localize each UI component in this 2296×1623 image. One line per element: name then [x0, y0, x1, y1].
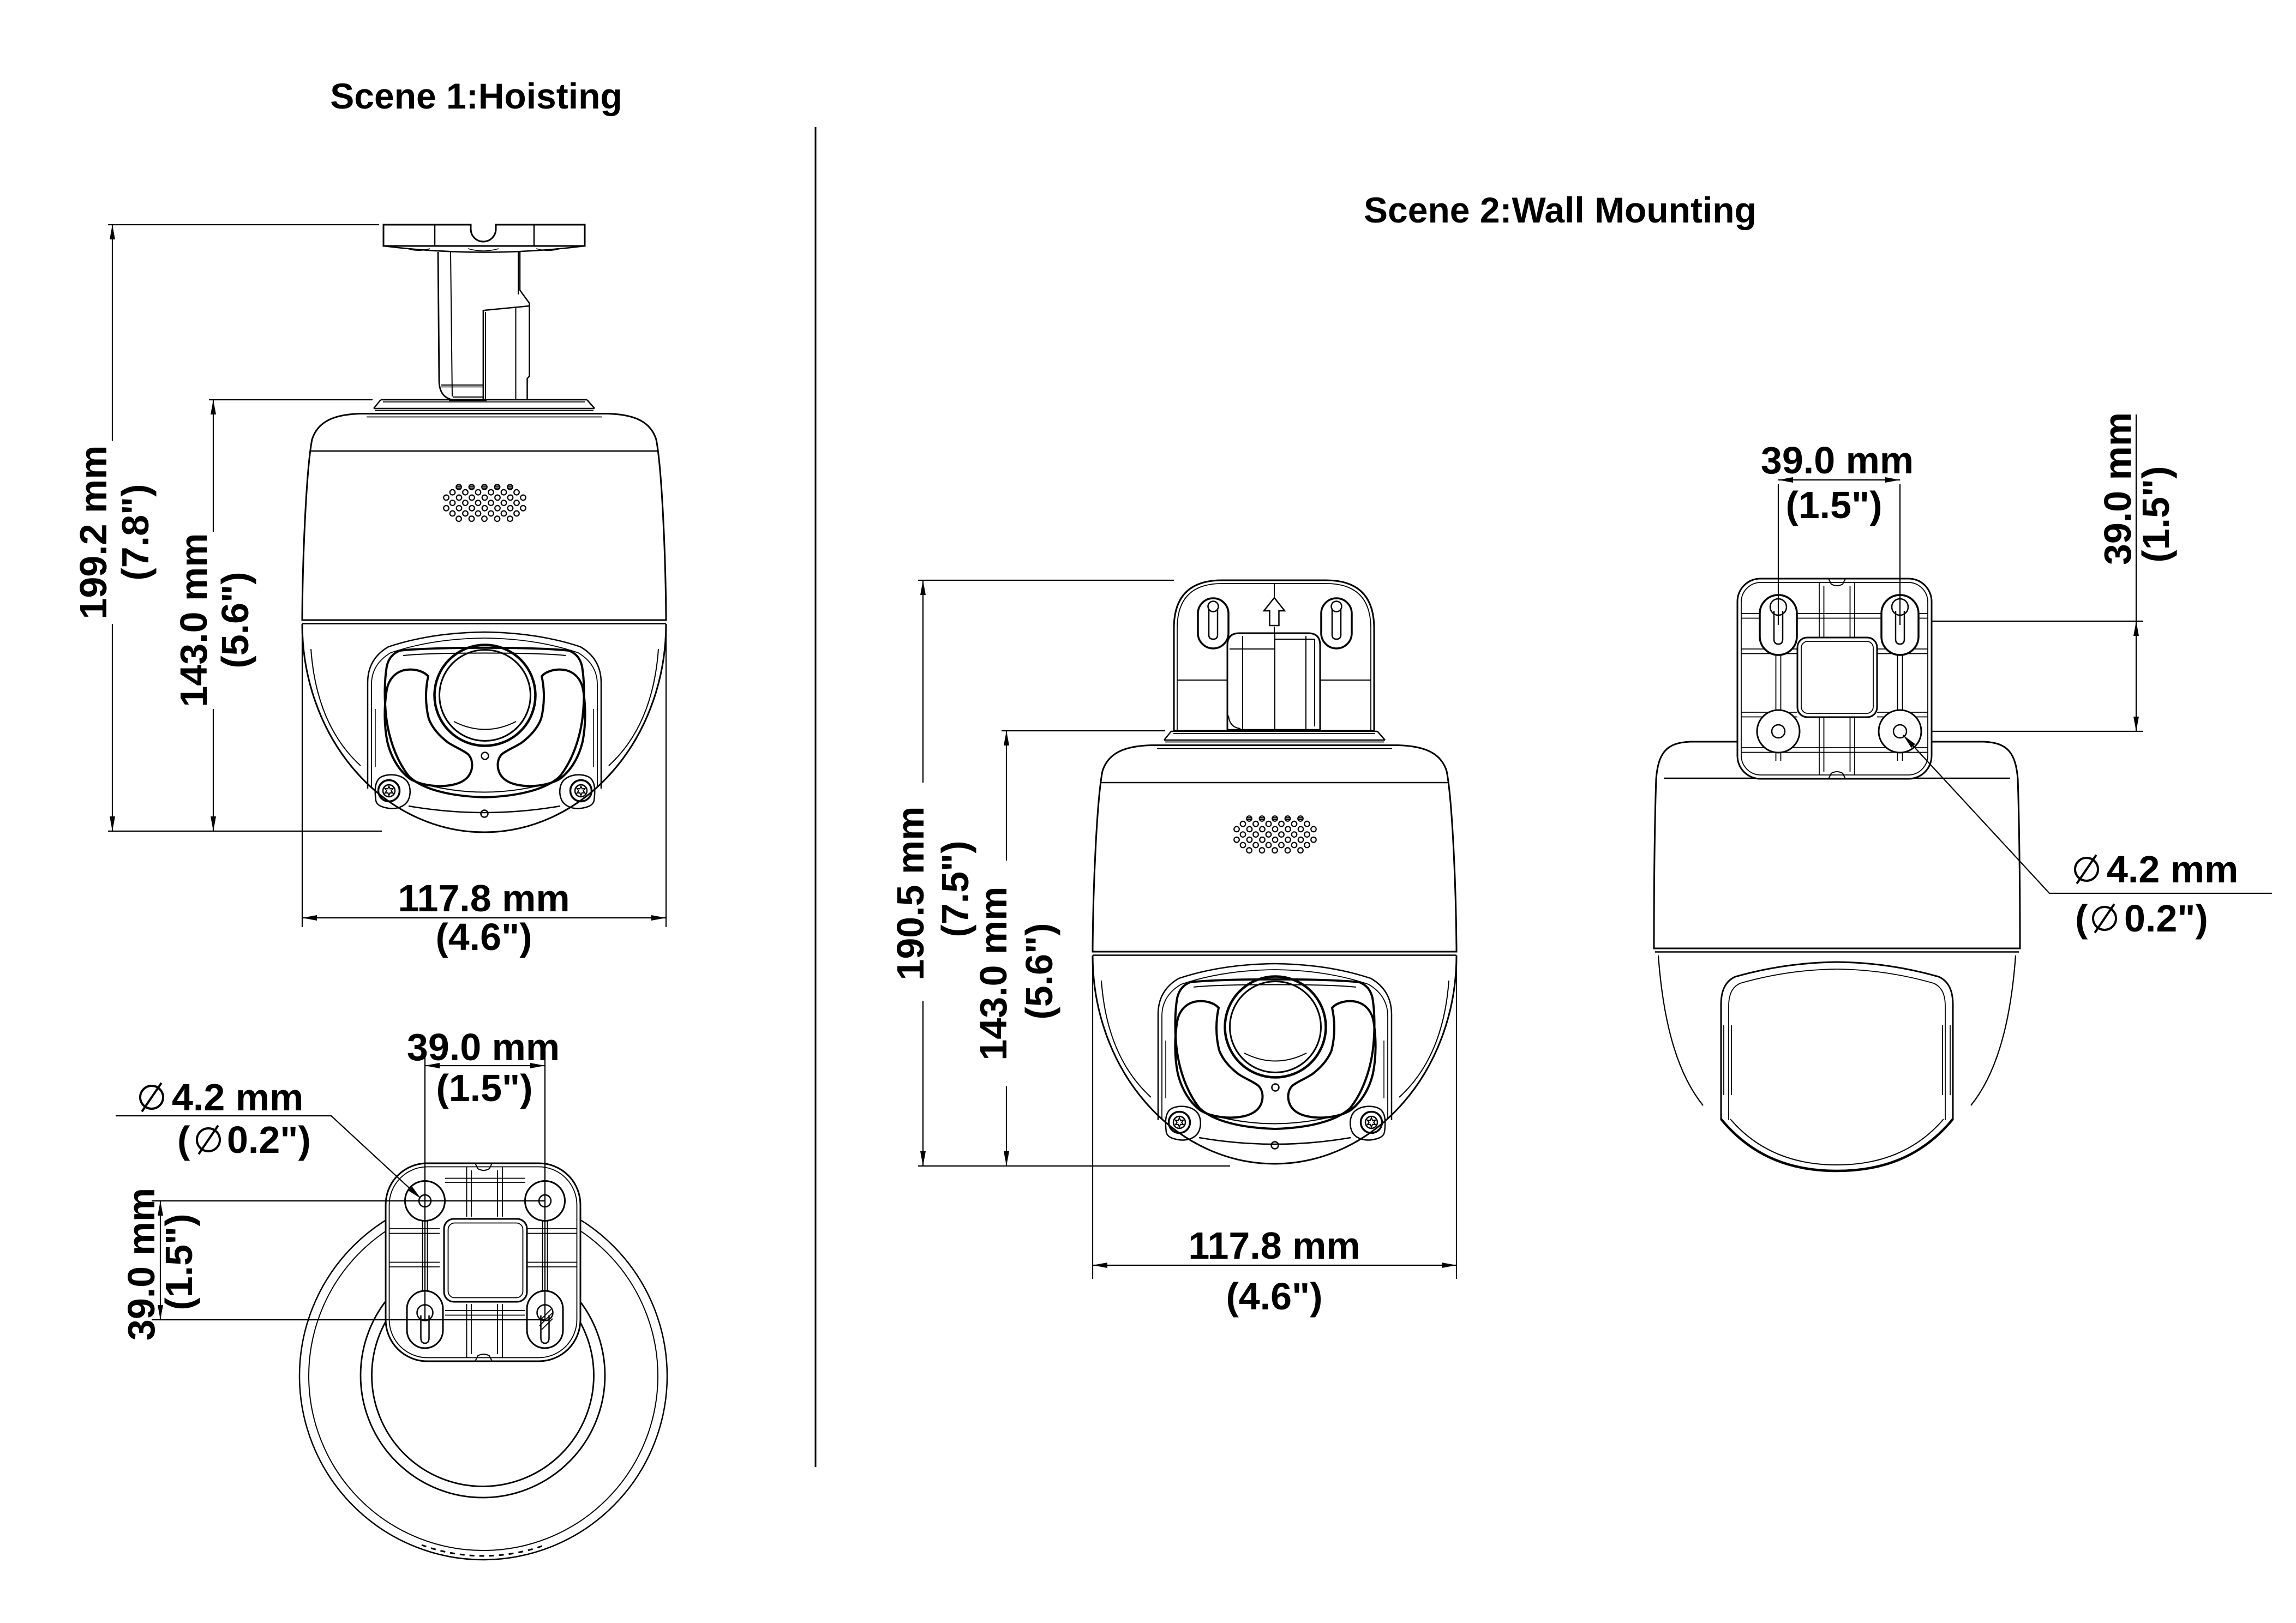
svg-text:(4.6"): (4.6") [435, 916, 532, 958]
svg-text:(: ( [177, 1119, 190, 1161]
svg-text:Scene 1:Hoisting: Scene 1:Hoisting [330, 76, 622, 116]
svg-text:117.8 mm: 117.8 mm [1188, 1224, 1360, 1267]
svg-text:(5.6"): (5.6") [1018, 923, 1060, 1019]
svg-text:39.0 mm: 39.0 mm [1761, 439, 1914, 482]
svg-text:(1.5"): (1.5") [1785, 484, 1882, 526]
svg-text:0.2"): 0.2") [227, 1119, 311, 1161]
svg-text:(1.5"): (1.5") [158, 1213, 200, 1310]
svg-text:143.0 mm: 143.0 mm [972, 886, 1015, 1060]
svg-text:(5.6"): (5.6") [214, 572, 256, 668]
svg-text:4.2 mm: 4.2 mm [172, 1076, 303, 1119]
svg-text:4.2 mm: 4.2 mm [2107, 848, 2238, 891]
svg-text:(7.5"): (7.5") [934, 840, 976, 937]
svg-text:(1.5"): (1.5") [2135, 466, 2177, 562]
svg-text:(7.8"): (7.8") [114, 484, 157, 580]
svg-text:39.0 mm: 39.0 mm [2096, 412, 2139, 565]
svg-text:(1.5"): (1.5") [436, 1067, 532, 1109]
svg-text:(: ( [2075, 897, 2088, 940]
svg-text:Scene 2:Wall Mounting: Scene 2:Wall Mounting [1364, 190, 1757, 230]
svg-text:143.0 mm: 143.0 mm [172, 533, 215, 707]
svg-text:117.8 mm: 117.8 mm [398, 877, 569, 919]
svg-text:199.2 mm: 199.2 mm [72, 445, 115, 619]
svg-text:39.0 mm: 39.0 mm [120, 1188, 163, 1341]
svg-text:190.5 mm: 190.5 mm [889, 806, 932, 980]
svg-text:39.0 mm: 39.0 mm [407, 1026, 560, 1068]
svg-text:0.2"): 0.2") [2124, 897, 2208, 940]
svg-text:(4.6"): (4.6") [1226, 1275, 1322, 1318]
